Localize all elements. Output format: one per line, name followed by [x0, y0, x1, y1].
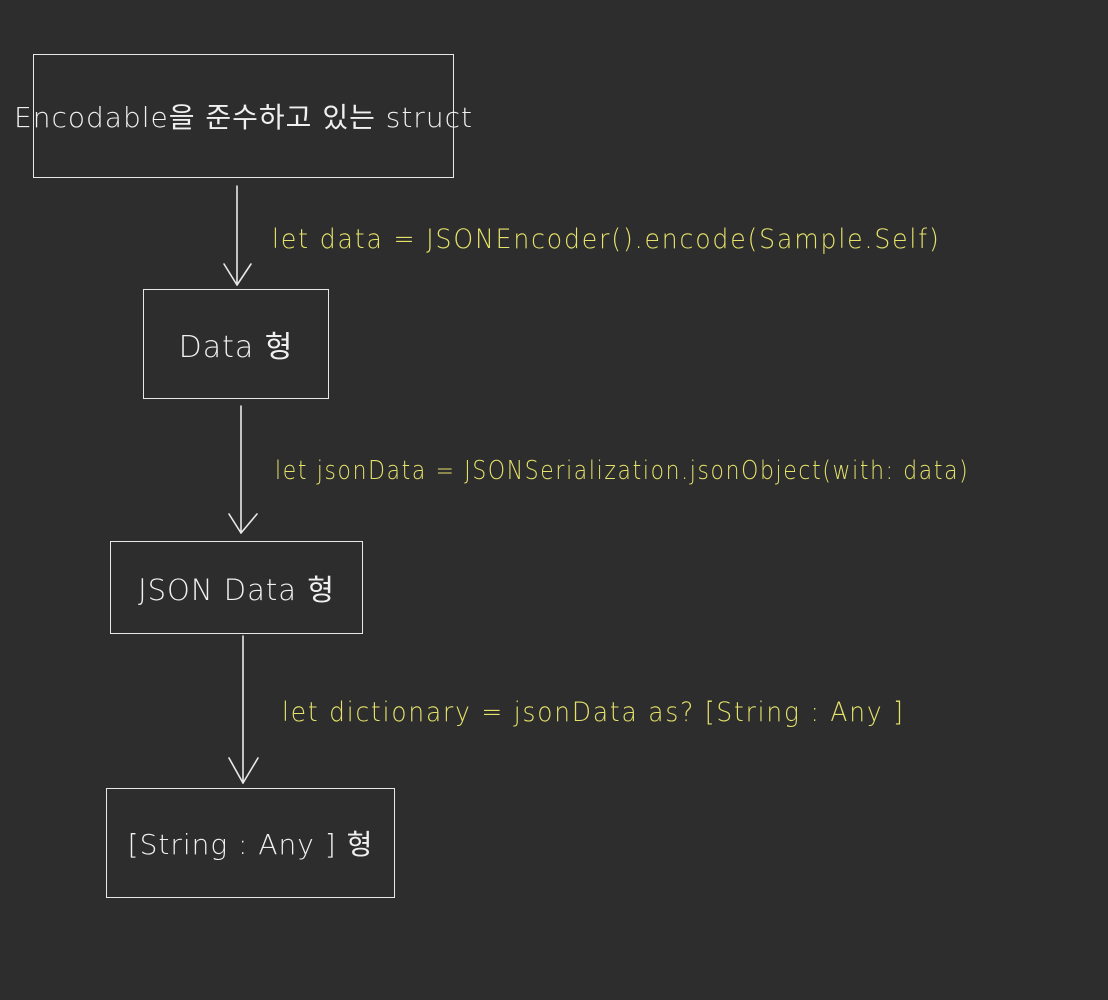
struct-box: Encodable을 준수하고 있는 struct — [14, 54, 472, 178]
arrow-head-3 — [228, 757, 259, 784]
json-data-type-label: JSON Data 형 — [138, 572, 335, 607]
encode-code-label: let data = JSONEncoder().encode(Sample.S… — [272, 224, 941, 255]
arrow-head-1 — [223, 263, 252, 286]
dictionary-type-label: [String : Any ] 형 — [127, 828, 374, 861]
dictionary-type-box: [String : Any ] 형 — [106, 788, 395, 898]
cast-code-label: let dictionary = jsonData as? [String : … — [282, 697, 905, 728]
struct-box-label: Encodable을 준수하고 있는 struct — [14, 101, 473, 134]
data-type-box: Data 형 — [143, 289, 329, 399]
json-data-type-box: JSON Data 형 — [110, 541, 363, 634]
data-type-label: Data 형 — [178, 330, 294, 365]
json-object-code-label: let jsonData = JSONSerialization.jsonObj… — [275, 456, 970, 486]
arrow-head-2 — [228, 513, 258, 534]
